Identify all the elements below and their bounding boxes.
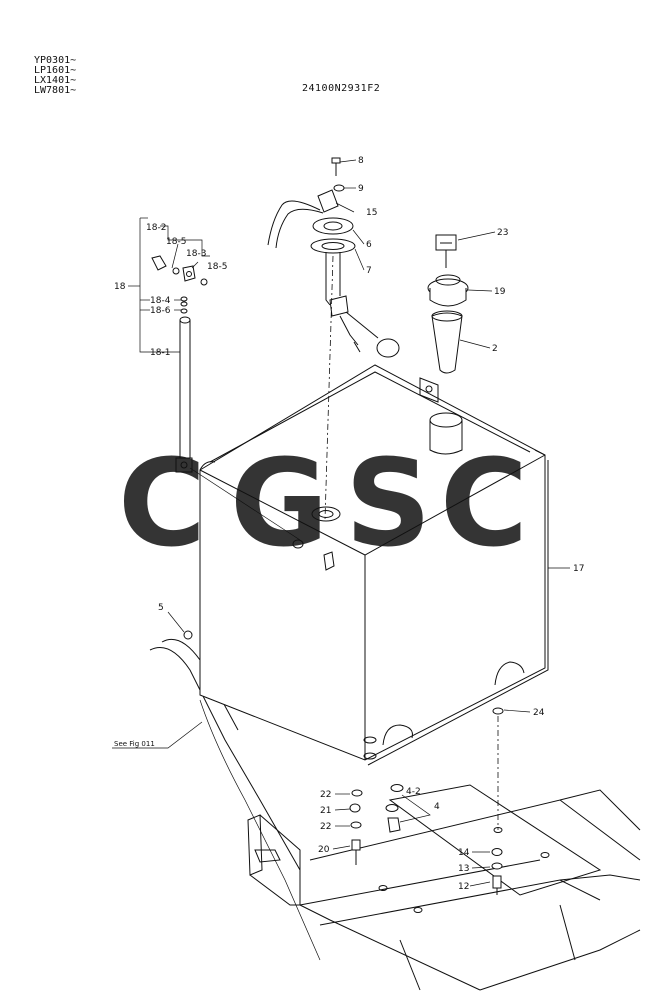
breather-pipe-assembly [128, 217, 301, 541]
callout-20: 20 [318, 845, 330, 855]
callout-7: 7 [366, 266, 372, 276]
leader-lines [112, 159, 570, 887]
callout-23: 23 [497, 228, 508, 238]
drawing-code: 24100N2931F2 [302, 83, 381, 94]
callout-18-2: 18-2 [146, 223, 166, 233]
callout-15: 15 [366, 208, 377, 218]
mounting-hardware [349, 707, 504, 895]
callout-4-2: 4-2 [406, 787, 421, 797]
callout-5: 5 [158, 603, 164, 613]
callout-labels: 8 9 15 6 7 23 19 2 17 5 24 18 18-1 18-2 … [114, 156, 584, 892]
callout-17: 17 [573, 564, 584, 574]
callout-22-b: 22 [320, 822, 331, 832]
callout-8: 8 [358, 156, 364, 166]
serial-line-1: YP0301~ [34, 55, 77, 66]
serial-line-4: LW7801~ [34, 85, 77, 96]
watermark-letter-2: G [230, 435, 329, 574]
callout-14: 14 [458, 848, 470, 858]
callout-4: 4 [434, 802, 440, 812]
watermark-letter-1: C [118, 435, 206, 574]
callout-6: 6 [366, 240, 372, 250]
filler-cap-assembly [427, 234, 469, 374]
callout-18: 18 [114, 282, 126, 292]
serial-line-3: LX1401~ [34, 75, 77, 86]
callout-18-6: 18-6 [150, 306, 171, 316]
callout-19: 19 [494, 287, 506, 297]
watermark-letter-3: S [345, 435, 431, 574]
callout-21: 21 [320, 806, 331, 816]
see-fig-reference: See Fig 011 [114, 740, 155, 748]
watermark-letter-4: C [440, 435, 528, 574]
callout-13: 13 [458, 864, 469, 874]
fuel-tank [183, 364, 549, 766]
callout-12: 12 [458, 882, 469, 892]
callout-18-5-b: 18-5 [207, 262, 227, 272]
watermark-logo: C G S C [118, 435, 528, 574]
callout-18-4: 18-4 [150, 296, 171, 306]
fuel-sender-assembly [267, 157, 400, 521]
callout-9: 9 [358, 184, 364, 194]
callout-2: 2 [492, 344, 498, 354]
callout-18-3: 18-3 [186, 249, 206, 259]
callout-18-1: 18-1 [150, 348, 170, 358]
callout-22-a: 22 [320, 790, 331, 800]
callout-18-5-a: 18-5 [166, 237, 186, 247]
callout-24: 24 [533, 708, 545, 718]
serial-line-2: LP1601~ [34, 65, 77, 76]
